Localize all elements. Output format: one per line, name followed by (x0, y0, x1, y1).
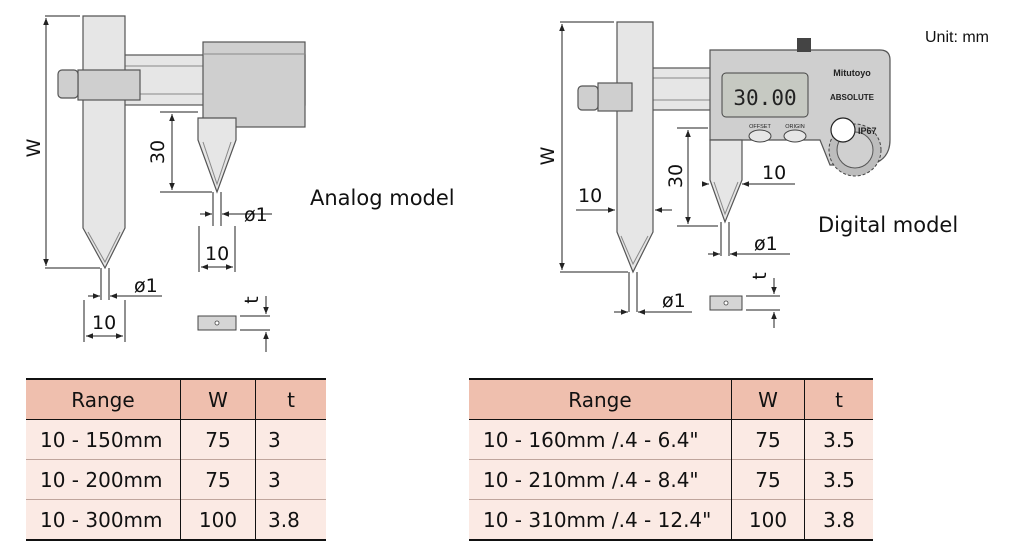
table-row: 10 - 210mm /.4 - 8.4" 75 3.5 (469, 459, 873, 500)
table-header-row: Range W t (26, 379, 326, 420)
cell-w: 75 (180, 459, 256, 500)
cell-t: 3.5 (804, 419, 873, 460)
technical-drawing: W 30 ø1 10 ø1 10 t Analog model 30.00 Mi… (23, 15, 989, 352)
digital-short-jaw (709, 139, 743, 224)
analog-clamp (77, 69, 141, 101)
digital-spec-table: Range W t 10 - 160mm /.4 - 6.4" 75 3.5 1… (469, 378, 873, 541)
digital-ip-rating: IP67 (858, 126, 877, 136)
analog-caliper (57, 15, 306, 300)
table-row: 10 - 300mm 100 3.8 (26, 499, 326, 540)
col-header-range: Range (26, 379, 181, 420)
digital-top-knob (797, 38, 811, 52)
table-row: 10 - 310mm /.4 - 12.4" 100 3.8 (469, 499, 873, 540)
origin-button-label: ORIGIN (785, 124, 805, 130)
digital-long-jaw (616, 21, 654, 274)
digital-tip-dia-lower: ø1 (662, 290, 686, 312)
digital-caption: Digital model (818, 213, 958, 237)
cell-t: 3.5 (804, 459, 873, 500)
cell-t: 3.8 (804, 499, 873, 540)
cell-t: 3 (255, 419, 326, 460)
cell-w: 75 (731, 419, 805, 460)
analog-spec-table: Range W t 10 - 150mm 75 3 10 - 200mm 75 … (26, 378, 326, 541)
offset-button-label: OFFSET (749, 124, 771, 130)
digital-w-label: W (537, 146, 559, 165)
analog-thickness-label: t (241, 296, 263, 303)
digital-display-reading: 30.00 (733, 86, 796, 110)
digital-lcd (721, 72, 809, 118)
analog-30-label: 30 (147, 140, 169, 164)
cell-w: 75 (731, 459, 805, 500)
table-header-row: Range W t (469, 379, 873, 420)
analog-tip-dia-upper: ø1 (244, 204, 268, 226)
cell-range: 10 - 160mm /.4 - 6.4" (469, 419, 732, 460)
cell-range: 10 - 150mm (26, 419, 181, 460)
table-row: 10 - 160mm /.4 - 6.4" 75 3.5 (469, 419, 873, 460)
analog-w-label: W (23, 138, 45, 157)
digital-absolute: ABSOLUTE (830, 93, 875, 102)
offset-button (748, 129, 772, 143)
analog-width-upper: 10 (205, 243, 229, 265)
cell-range: 10 - 210mm /.4 - 8.4" (469, 459, 732, 500)
analog-clamp-screw (57, 69, 79, 99)
digital-clamp-screw (577, 85, 599, 111)
digital-30-label: 30 (665, 164, 687, 188)
origin-button (783, 129, 807, 143)
digital-width-right-label: 10 (762, 162, 786, 184)
analog-slider (202, 41, 306, 128)
ip-rating-badge (830, 117, 856, 143)
table-row: 10 - 150mm 75 3 (26, 419, 326, 460)
analog-tip-dia-lower: ø1 (134, 275, 158, 297)
digital-dimensions (559, 21, 795, 328)
cell-range: 10 - 300mm (26, 499, 181, 540)
col-header-t: t (255, 379, 326, 420)
analog-short-jaw (197, 117, 237, 194)
col-header-range: Range (469, 379, 732, 420)
cell-w: 100 (731, 499, 805, 540)
digital-clamp (597, 82, 633, 112)
cell-t: 3 (255, 459, 326, 500)
digital-tip-dia-upper: ø1 (754, 233, 778, 255)
analog-dimensions (43, 15, 272, 352)
analog-caption: Analog model (310, 186, 455, 210)
digital-brand: Mitutoyo (833, 68, 871, 78)
digital-width-left-label: 10 (578, 185, 602, 207)
table-row: 10 - 200mm 75 3 (26, 459, 326, 500)
digital-thickness-label: t (749, 272, 771, 279)
col-header-w: W (180, 379, 256, 420)
analog-long-jaw (82, 15, 126, 270)
col-header-w: W (731, 379, 805, 420)
digital-beam (649, 67, 721, 111)
cell-range: 10 - 310mm /.4 - 12.4" (469, 499, 732, 540)
cell-w: 100 (180, 499, 256, 540)
cell-range: 10 - 200mm (26, 459, 181, 500)
col-header-t: t (804, 379, 873, 420)
digital-caliper: 30.00 Mitutoyo ABSOLUTE IP67 OFFSET ORIG… (577, 21, 891, 312)
analog-width-lower: 10 (92, 312, 116, 334)
cell-w: 75 (180, 419, 256, 460)
cell-t: 3.8 (255, 499, 326, 540)
unit-note: Unit: mm (925, 29, 989, 46)
